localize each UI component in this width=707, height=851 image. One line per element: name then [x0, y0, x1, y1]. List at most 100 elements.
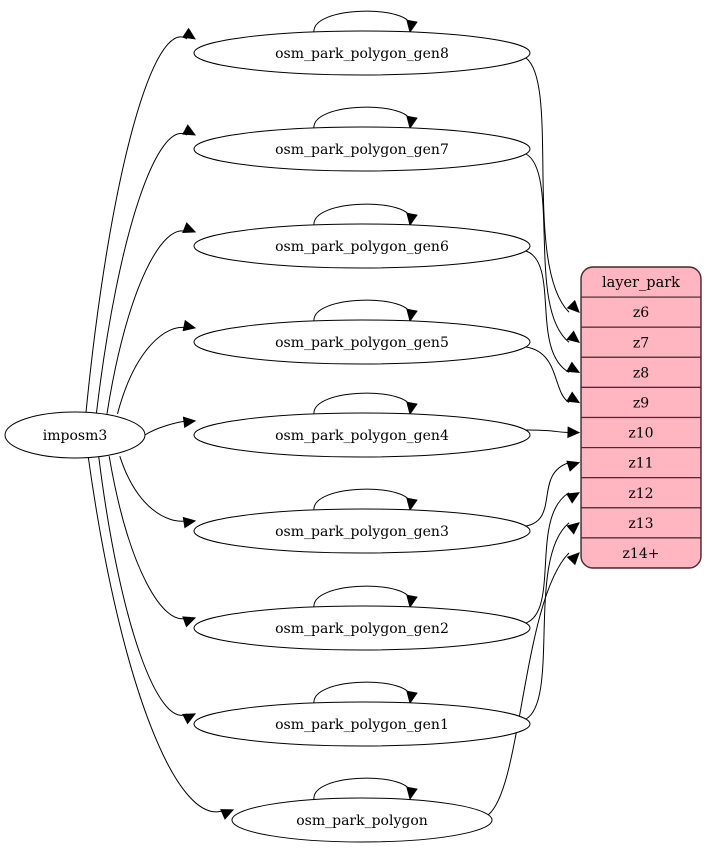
node-shape-base [231, 797, 493, 843]
arrowhead [182, 124, 197, 136]
edge-gen3-to-z11 [525, 462, 570, 527]
table-row-z6[interactable] [581, 296, 701, 328]
table-row-z8[interactable] [581, 356, 701, 388]
node-gen6[interactable]: osm_park_polygon_gen6 [193, 223, 531, 269]
edge-gen1-to-z13 [525, 522, 570, 720]
node-gen1[interactable]: osm_park_polygon_gen1 [193, 701, 531, 747]
edge-gen6-to-z8 [525, 250, 570, 373]
node-label-gen5: osm_park_polygon_gen5 [275, 335, 449, 351]
node-shape-gen4 [193, 412, 531, 458]
arrowhead [567, 426, 581, 439]
polygon-nodes: osm_park_polygon_gen8 osm_park_polygon_ge… [193, 30, 531, 843]
table-row-label-z7: z7 [633, 335, 649, 351]
edge-gen8-to-z6 [525, 57, 570, 313]
arrowhead [566, 492, 581, 504]
table-row-label-z13: z13 [628, 516, 653, 532]
self-loop-base [313, 777, 411, 801]
self-loop-gen1 [313, 681, 411, 705]
node-label-gen7: osm_park_polygon_gen7 [275, 142, 449, 158]
node-gen3[interactable]: osm_park_polygon_gen3 [193, 508, 531, 554]
edge-gen5-to-z9 [525, 346, 570, 403]
table-row-z11[interactable] [581, 447, 701, 479]
arrowhead [406, 786, 418, 801]
edge-imposm3-to-gen3 [119, 456, 188, 522]
node-gen4[interactable]: osm_park_polygon_gen4 [193, 412, 531, 458]
table-header-label: layer_park [602, 275, 680, 291]
arrowhead [406, 115, 418, 130]
node-gen5[interactable]: osm_park_polygon_gen5 [193, 319, 531, 365]
arrowhead [182, 616, 197, 628]
node-gen8[interactable]: osm_park_polygon_gen8 [193, 30, 531, 76]
edge-gen4-to-z10 [525, 429, 570, 434]
table-row-z14+[interactable] [581, 537, 701, 568]
edge-base-to-z14+ [487, 552, 570, 816]
table-outline [580, 266, 702, 569]
edge-imposm3-to-gen6 [106, 230, 188, 414]
table-row-label-z11: z11 [628, 456, 653, 472]
arrowhead [566, 391, 581, 404]
node-shape-gen1 [193, 701, 531, 747]
edges-to-layer-park [487, 57, 581, 816]
arrowhead [406, 690, 418, 705]
arrowhead [566, 299, 580, 313]
self-loop-gen6 [313, 203, 411, 227]
table-row-label-z10: z10 [628, 426, 653, 442]
node-shape-gen3 [193, 508, 531, 554]
node-shape-gen8 [193, 30, 531, 76]
table-row-label-z9: z9 [633, 395, 649, 411]
arrowhead [182, 319, 197, 332]
node-shape-gen7 [193, 126, 531, 172]
table-row-label-z8: z8 [633, 365, 649, 381]
arrowhead [406, 308, 418, 323]
self-loop-gen8 [313, 10, 411, 34]
arrowhead [406, 19, 418, 34]
node-gen2[interactable]: osm_park_polygon_gen2 [193, 605, 531, 651]
node-base[interactable]: osm_park_polygon [231, 797, 493, 843]
edge-imposm3-to-base [87, 456, 226, 813]
arrowhead [566, 330, 580, 343]
arrowhead [406, 497, 418, 512]
edge-gen7-to-z7 [525, 153, 570, 343]
node-shape-gen6 [193, 223, 531, 269]
node-label-base: osm_park_polygon [296, 813, 428, 829]
node-label-gen1: osm_park_polygon_gen1 [275, 717, 449, 733]
table-row-label-z12: z12 [628, 486, 653, 502]
arrowhead [182, 222, 197, 233]
edge-imposm3-to-gen7 [95, 132, 188, 414]
edge-imposm3-to-gen5 [117, 326, 188, 414]
node-label-gen3: osm_park_polygon_gen3 [275, 524, 449, 540]
edge-imposm3-to-gen8 [85, 36, 188, 414]
table-row-z7[interactable] [581, 326, 701, 358]
arrowhead [182, 516, 197, 529]
node-gen7[interactable]: osm_park_polygon_gen7 [193, 126, 531, 172]
self-loop-gen7 [313, 106, 411, 130]
arrowhead [182, 416, 197, 429]
self-loop-gen2 [313, 585, 411, 609]
arrowhead [566, 522, 580, 535]
node-shape-imposm3 [4, 411, 146, 459]
node-imposm3[interactable]: imposm3 [4, 411, 146, 459]
edge-imposm3-to-gen4 [144, 420, 188, 436]
arrowhead [406, 212, 418, 227]
arrowhead [182, 713, 197, 725]
node-shape-gen2 [193, 605, 531, 651]
node-label-imposm3: imposm3 [43, 428, 108, 444]
node-label-gen6: osm_park_polygon_gen6 [275, 239, 449, 255]
self-loop-gen3 [313, 488, 411, 512]
table-row-z10[interactable] [581, 416, 701, 449]
arrowhead [566, 460, 581, 472]
edge-imposm3-to-gen1 [98, 456, 188, 716]
arrowhead [566, 552, 580, 566]
self-loop-edges [313, 10, 418, 801]
arrowhead [220, 809, 235, 820]
table-header-cell[interactable] [581, 267, 701, 298]
table-row-label-z14+: z14+ [623, 546, 660, 562]
self-loop-gen4 [313, 392, 411, 416]
node-label-gen4: osm_park_polygon_gen4 [275, 428, 449, 444]
edge-imposm3-to-gen2 [108, 456, 188, 620]
node-label-gen8: osm_park_polygon_gen8 [275, 46, 449, 62]
edge-gen2-to-z12 [525, 492, 570, 624]
edges-from-imposm3 [85, 27, 235, 820]
